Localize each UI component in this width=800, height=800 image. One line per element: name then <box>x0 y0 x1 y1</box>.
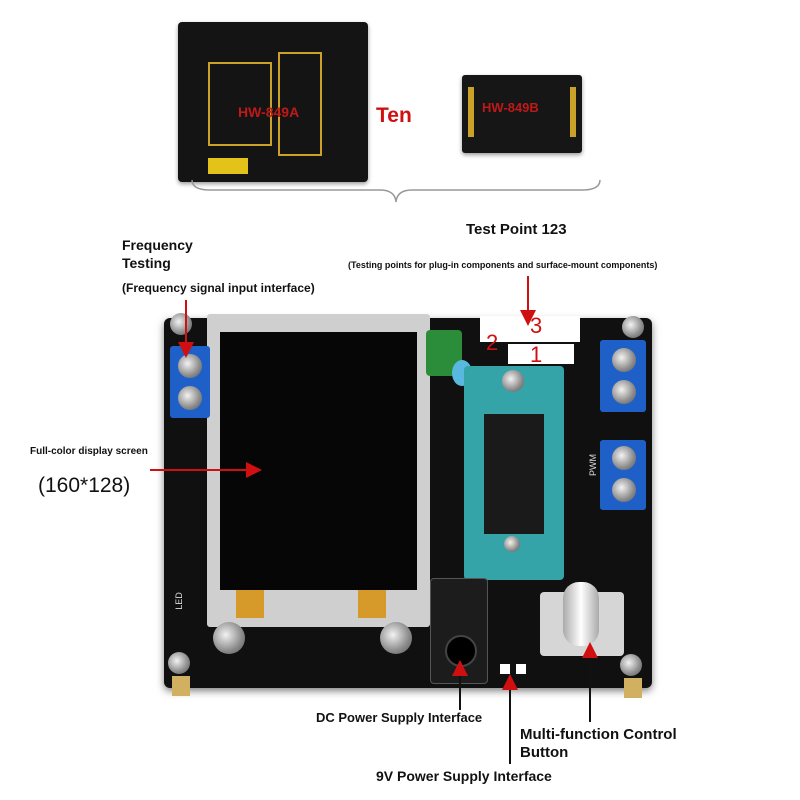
freq-title-2: Testing <box>122 255 171 271</box>
board-label-hw849b: HW-849B <box>482 100 539 115</box>
dc-power-label: DC Power Supply Interface <box>316 710 483 725</box>
pcb-pad <box>208 158 248 174</box>
pcb-pad <box>570 87 576 137</box>
standoff <box>172 676 190 696</box>
pcb-hw849a: HW-849A <box>178 22 368 182</box>
board-label-hw849a: HW-849A <box>238 104 300 120</box>
display-resolution: (160*128) <box>38 474 131 497</box>
pcb-trace <box>278 52 322 156</box>
flex-cable <box>358 590 386 618</box>
socket-screw <box>504 536 520 552</box>
power-pad-positive <box>516 664 526 674</box>
freq-title-1: Frequency <box>122 237 193 253</box>
display-screw-right <box>380 622 412 654</box>
socket-lever <box>502 370 524 392</box>
screw-bottom-left <box>168 652 190 674</box>
connector-text: Ten <box>376 104 412 127</box>
terminal-screw <box>612 446 636 470</box>
terminal-screw <box>612 478 636 502</box>
zif-test-socket <box>464 366 564 580</box>
freq-input-terminal <box>170 346 210 418</box>
power-pad-negative <box>500 664 510 674</box>
pwm-terminal <box>600 440 646 510</box>
test-point-1-pad <box>508 344 574 364</box>
terminal-screw <box>612 380 636 404</box>
screw-top-right <box>622 316 644 338</box>
terminal-right-top <box>600 340 646 412</box>
test-point-2-label: 2 <box>486 330 499 355</box>
test-point-title: Test Point 123 <box>466 221 567 238</box>
display-title: Full-color display screen <box>30 446 148 457</box>
test-point-desc: (Testing points for plug-in components a… <box>348 260 658 270</box>
terminal-screw <box>612 348 636 372</box>
display-screen <box>220 332 417 590</box>
flex-cable <box>236 590 264 618</box>
test-point-1-label: 1 <box>530 342 543 367</box>
socket-slots <box>484 414 544 534</box>
rotary-encoder-shaft[interactable] <box>563 582 599 646</box>
freq-desc: (Frequency signal input interface) <box>122 281 315 295</box>
terminal-screw <box>178 354 202 378</box>
grouping-brace <box>191 179 601 203</box>
pcb-pad <box>468 87 474 137</box>
display-screw-left <box>213 622 245 654</box>
screw-bottom-right <box>620 654 642 676</box>
power-9v-label: 9V Power Supply Interface <box>376 768 552 784</box>
standoff <box>624 678 642 698</box>
pcb-trace <box>208 62 272 146</box>
multi-button-label-1: Multi-function Control <box>520 726 677 743</box>
terminal-screw <box>178 386 202 410</box>
multi-button-label-2: Button <box>520 744 569 761</box>
pcb-hw849b: HW-849B <box>462 75 582 153</box>
